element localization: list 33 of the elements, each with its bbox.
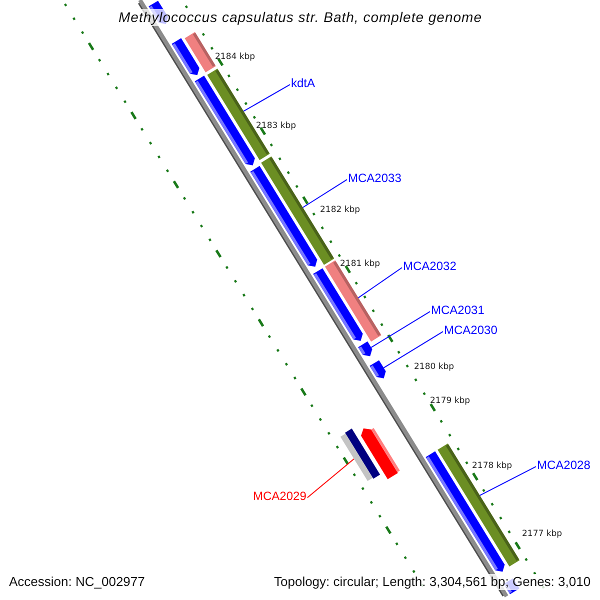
- gene-block: [184, 32, 216, 72]
- gene-block: [358, 341, 372, 356]
- leader-line: [479, 466, 536, 496]
- gene-block: [250, 166, 318, 267]
- gene-label: MCA2029: [253, 489, 306, 504]
- tick-label: 2184 kbp: [215, 52, 256, 62]
- gene-label: MCA2028: [537, 458, 590, 472]
- gene-label: kdtA: [291, 76, 316, 90]
- gene-block: [361, 428, 400, 480]
- genome-summary-text: Topology: circular; Length: 3,304,561 bp; Genes: 3,010: [274, 574, 591, 590]
- tick-label: 2177 kbp: [522, 529, 562, 540]
- leader-line: [358, 267, 402, 298]
- gene-block: [438, 444, 520, 566]
- tick-label: 2181 kbp: [340, 259, 380, 270]
- gene-label: MCA2030: [444, 323, 498, 338]
- gene-block: [340, 428, 380, 481]
- gene-label: MCA2031: [431, 303, 484, 318]
- gene-block: [325, 260, 382, 342]
- gene-label: MCA2033: [348, 171, 402, 186]
- tick-label: 2179 kbp: [430, 396, 470, 406]
- title: Methylococcus capsulatus str. Bath, complete genome: [116, 9, 484, 26]
- tick-label: 2183 kbp: [256, 121, 296, 132]
- tick-label: 2182 kbp: [320, 205, 360, 216]
- gene-label: MCA2032: [403, 259, 456, 274]
- leader-line: [383, 331, 444, 368]
- leader-line: [370, 311, 430, 348]
- leader-line: [243, 84, 290, 112]
- tick-label: 2180 kbp: [414, 362, 454, 372]
- gene-block: [370, 360, 386, 378]
- leader-line: [306, 458, 354, 498]
- leader-line: [302, 179, 348, 208]
- accession-text: Accession: NC_002977: [9, 574, 145, 590]
- tick-label: 2178 kbp: [472, 461, 512, 472]
